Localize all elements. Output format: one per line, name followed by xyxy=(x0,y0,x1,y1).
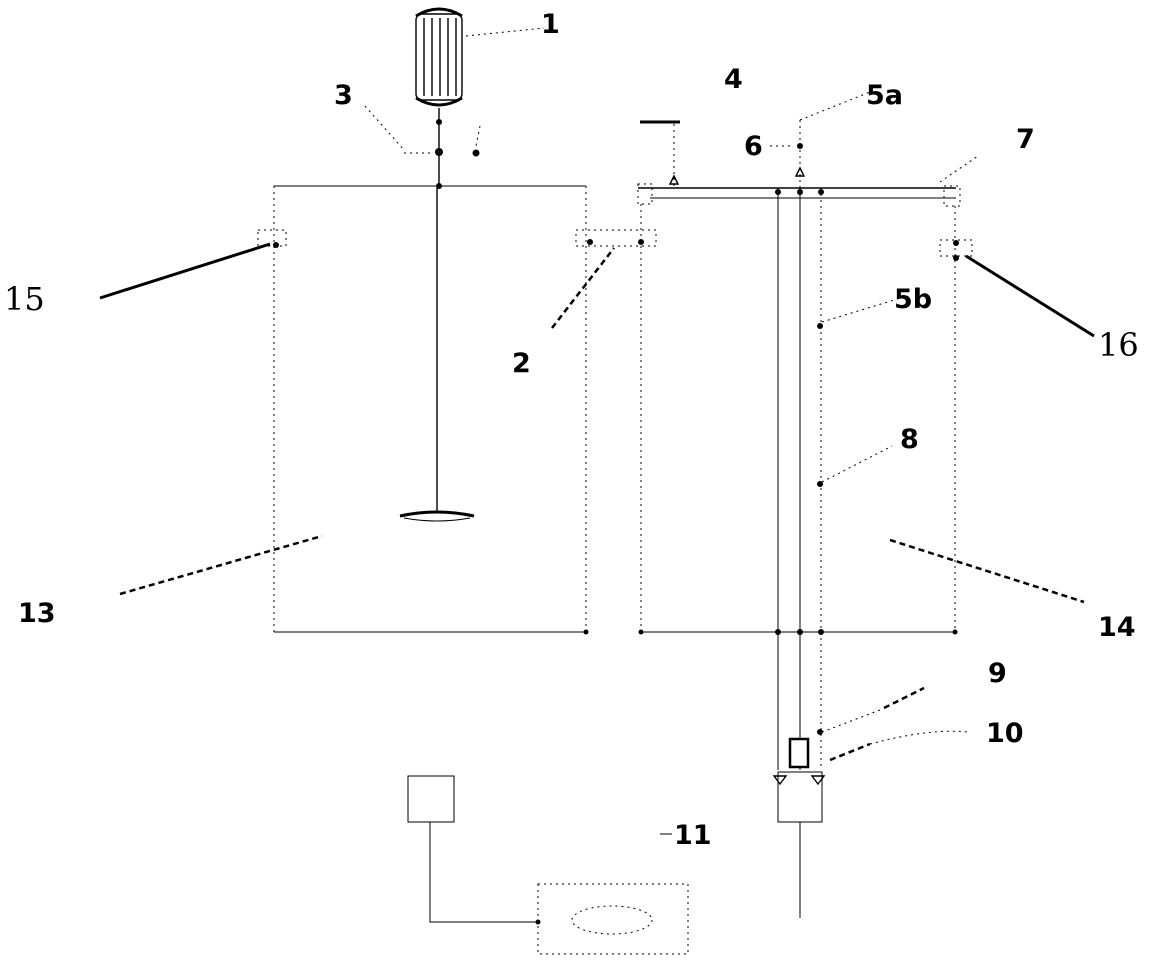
label-6: 6 xyxy=(744,131,763,162)
left-vessel xyxy=(273,183,589,635)
sensor-10 xyxy=(788,737,810,769)
leader-5a xyxy=(799,91,871,121)
leader-16 xyxy=(965,254,1095,338)
label-8: 8 xyxy=(900,424,919,455)
label-5a: 5a xyxy=(866,80,903,111)
leader-14 xyxy=(889,538,1085,604)
leader-7 xyxy=(939,155,979,183)
label-3: 3 xyxy=(334,80,353,111)
leader-2 xyxy=(551,247,615,329)
label-1: 1 xyxy=(541,9,560,40)
label-2: 2 xyxy=(512,348,531,379)
label-15: 15 xyxy=(4,280,45,318)
motor xyxy=(415,7,463,107)
label-14: 14 xyxy=(1098,612,1136,643)
label-4: 4 xyxy=(724,64,743,95)
controller-11 xyxy=(537,883,689,955)
label-5b: 5b xyxy=(894,284,932,315)
label-10: 10 xyxy=(986,718,1024,749)
leader-8 xyxy=(821,445,893,483)
right-vessel xyxy=(637,183,961,635)
label-11: 11 xyxy=(674,820,712,851)
port-15 xyxy=(257,229,287,247)
column xyxy=(775,188,824,770)
leader-10 xyxy=(829,742,871,762)
label-7: 7 xyxy=(1016,124,1035,155)
label-16: 16 xyxy=(1098,326,1139,364)
impeller xyxy=(399,510,475,518)
leader-1 xyxy=(465,27,545,37)
leader-9 xyxy=(883,686,925,710)
leader-13 xyxy=(119,534,323,596)
leader-15 xyxy=(99,242,271,300)
leader-3 xyxy=(364,105,405,151)
bottom-left-block xyxy=(407,775,455,823)
label-13: 13 xyxy=(18,598,56,629)
label-9: 9 xyxy=(988,658,1007,689)
leader-5b xyxy=(821,299,895,323)
